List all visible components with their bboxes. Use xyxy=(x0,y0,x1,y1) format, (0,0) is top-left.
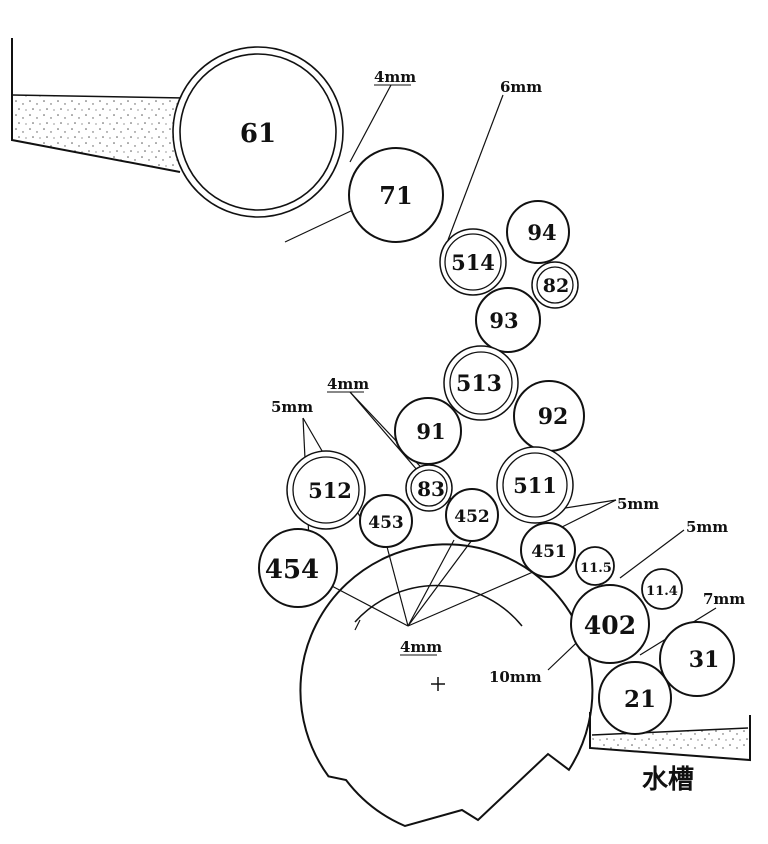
gap-label-511: 5mm xyxy=(617,495,659,513)
roller-451-label: 451 xyxy=(531,542,567,562)
roller-83: 83 xyxy=(405,464,453,512)
gap-label-71: 4mm xyxy=(374,68,416,86)
roller-91: 91 xyxy=(394,397,462,465)
roller-453: 453 xyxy=(359,494,413,548)
roller-82-label: 82 xyxy=(543,275,569,297)
roller-61: 61 xyxy=(172,46,344,218)
gap-label-83: 4mm xyxy=(327,375,369,393)
roller-11-4-label: 11.4 xyxy=(646,584,678,599)
roller-514: 514 xyxy=(439,228,507,296)
roller-511-label: 511 xyxy=(513,473,557,498)
gap-annotations: 4mm 6mm 5mm 4mm 5mm 5mm 7mm 4mm 10mm xyxy=(271,68,745,686)
roller-94: 94 xyxy=(506,200,570,264)
roller-452-label: 452 xyxy=(454,507,490,527)
roller-513: 513 xyxy=(443,345,519,421)
roller-31-label: 31 xyxy=(689,647,720,673)
roller-91-label: 91 xyxy=(416,419,445,444)
roller-21-label: 21 xyxy=(624,686,656,713)
roller-514-label: 514 xyxy=(451,250,495,275)
roller-82: 82 xyxy=(531,261,579,309)
roller-511: 511 xyxy=(496,446,574,524)
roller-93: 93 xyxy=(475,287,541,353)
roller-11-5-label: 11.5 xyxy=(580,561,612,576)
roller-71: 71 xyxy=(348,147,444,243)
roller-452: 452 xyxy=(445,488,499,542)
roller-451: 451 xyxy=(520,522,576,578)
roller-83-label: 83 xyxy=(417,477,445,501)
roller-402-label: 402 xyxy=(584,611,636,640)
ink-fountain xyxy=(11,38,186,173)
water-tank-label: 水槽 xyxy=(642,765,694,795)
roller-454: 454 xyxy=(258,528,338,608)
roller-92-label: 92 xyxy=(538,404,569,430)
roller-94-label: 94 xyxy=(527,220,556,245)
gap-label-31: 7mm xyxy=(703,590,745,608)
roller-93-label: 93 xyxy=(489,308,518,333)
roller-454-label: 454 xyxy=(265,555,319,585)
roller-61-label: 61 xyxy=(240,119,276,149)
roller-513-label: 513 xyxy=(456,371,502,397)
roller-21: 21 xyxy=(598,661,672,735)
roller-512: 512 xyxy=(286,450,366,530)
roller-402: 402 xyxy=(570,584,650,664)
roller-453-label: 453 xyxy=(368,513,404,533)
gap-label-512: 5mm xyxy=(271,398,313,416)
roller-512-label: 512 xyxy=(308,478,352,503)
gap-label-plate: 4mm xyxy=(400,638,442,656)
gap-label-10: 10mm xyxy=(489,668,542,686)
gap-label-514: 6mm xyxy=(500,78,542,96)
roller-71-label: 71 xyxy=(379,181,412,210)
roller-92: 92 xyxy=(513,380,585,452)
roller-11-5: 11.5 xyxy=(575,546,615,586)
roller-11-4: 11.4 xyxy=(641,568,683,610)
gap-label-402: 5mm xyxy=(686,518,728,536)
plate-cylinder xyxy=(299,543,594,828)
roller-31: 31 xyxy=(659,621,735,697)
